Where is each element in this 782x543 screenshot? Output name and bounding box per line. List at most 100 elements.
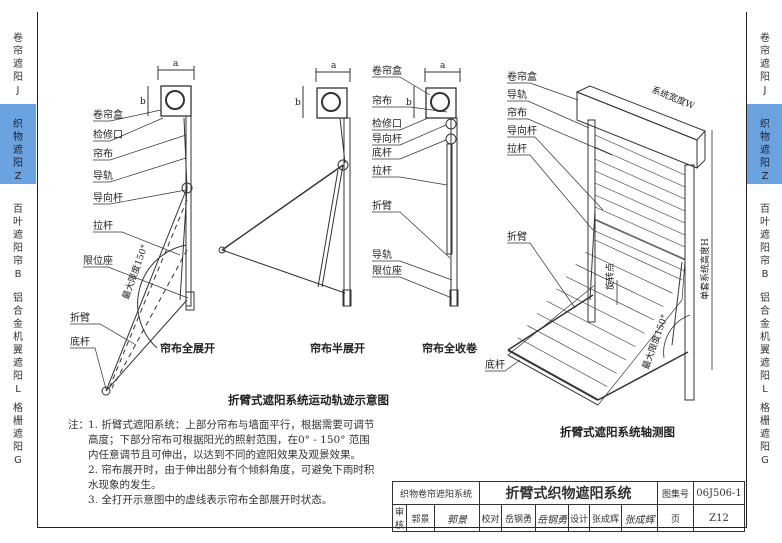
review-label: 审核 (392, 504, 407, 532)
index-char: 阳 (13, 442, 23, 453)
fabric-slat-line (594, 194, 686, 236)
index-char: 格 (760, 403, 770, 414)
dim-a-label: a (331, 61, 337, 71)
motion-diagram-caption: 折臂式遮阳系统运动轨迹示意图 (228, 393, 389, 407)
bottom-bar-icon (218, 246, 226, 254)
designer-signature: 张成辉 (621, 504, 658, 532)
label-guide-rod: 导向杆 (372, 132, 402, 145)
checker-signature: 岳钢勇 (535, 504, 569, 532)
index-char: 百 (760, 204, 770, 215)
roller-icon (165, 90, 185, 110)
roller-box (160, 85, 192, 117)
index-char: 遮 (13, 145, 23, 156)
reviewer-signature: 郭景 (434, 504, 480, 532)
index-char: 阳 (13, 72, 23, 83)
index-char: G (761, 455, 769, 466)
check-label: 校对 (479, 504, 502, 532)
index-char: B (761, 269, 769, 280)
label-folding-arm: 折臂 (372, 199, 392, 212)
roller-icon (321, 92, 341, 112)
designer-name: 张成辉 (589, 504, 622, 532)
pivot-label: 旋转点 (604, 263, 616, 290)
index-char: 遮 (13, 230, 23, 241)
index-char: 阳 (13, 371, 23, 382)
index-char: 百 (13, 204, 23, 215)
label-bottom-bar: 底杆 (372, 146, 392, 159)
fabric-slat-line (594, 146, 686, 188)
index-char: 格 (13, 403, 23, 414)
width-dimension: 系统宽度W (650, 84, 697, 112)
index-char: L (762, 384, 768, 395)
notes: 注： 1. 折臂式遮阳系统：上部分帘布与墙面平行，根据需要可调节高度；下部分帘布… (68, 418, 378, 508)
fabric-slat-line (594, 206, 686, 248)
fabric-slat-line (527, 325, 617, 374)
index-char: 铝 (13, 293, 23, 304)
index-char: 帘 (760, 46, 770, 57)
label-fabric: 帘布 (93, 147, 113, 160)
index-char: 铝 (760, 293, 770, 304)
index-char: J (16, 85, 20, 96)
fabric-slat-line (575, 264, 664, 307)
label-roller-box: 卷帘盒 (507, 70, 537, 83)
fabric-slat-line (556, 288, 645, 334)
index-char: B (14, 269, 22, 280)
index-char: 阳 (760, 442, 770, 453)
diagram-full-open: a b 卷帘盒 检修口 帘布 导轨 (70, 59, 215, 396)
caption-fully-rolled: 帘布全收卷 (422, 341, 478, 355)
label-roller-box: 卷帘盒 (372, 64, 402, 77)
fabric-slat-line (536, 313, 627, 361)
index-char: 遮 (760, 429, 770, 440)
stopper (185, 291, 195, 311)
index-char: 遮 (13, 429, 23, 440)
index-char: 栅 (13, 416, 23, 427)
pull-rod (446, 143, 453, 255)
index-char: 机 (13, 332, 23, 343)
label-fabric: 帘布 (372, 94, 392, 107)
roller-box (316, 87, 348, 119)
label-access-port: 检修口 (372, 117, 402, 130)
index-char: 金 (760, 319, 770, 330)
index-char: 叶 (13, 217, 23, 228)
angle-label: 最大限度150° (640, 313, 671, 371)
index-char: 物 (760, 132, 770, 143)
roller-icon (430, 92, 450, 112)
label-guide-rod: 导向杆 (507, 124, 537, 137)
box-top (575, 85, 706, 141)
index-char: 阳 (760, 72, 770, 83)
fabric-slat-line (594, 230, 686, 272)
index-char: 帘 (13, 256, 23, 267)
index-char: 遮 (760, 145, 770, 156)
stopper (449, 289, 459, 307)
guide-rail (343, 117, 351, 307)
index-char: 织 (13, 119, 23, 130)
page-number: Z12 (693, 504, 745, 532)
dim-a-label: a (173, 59, 179, 69)
index-char: 遮 (760, 230, 770, 241)
dim-b-label: b (140, 97, 146, 107)
label-pull-rod: 拉杆 (372, 164, 392, 177)
design-label: 设计 (568, 504, 590, 532)
diagram-fully-rolled: a b 卷帘盒 帘布 检修口 导向杆 底杆 拉杆 折臂 导轨 (372, 61, 478, 355)
index-char: 织 (760, 119, 770, 130)
fabric-slat-line (594, 182, 686, 224)
label-folding-arm: 折臂 (507, 230, 527, 243)
caption-half-open: 帘布半展开 (310, 341, 365, 355)
index-char: 遮 (760, 358, 770, 369)
index-char: 阳 (760, 158, 770, 169)
index-char: 栅 (760, 416, 770, 427)
axonometric-caption: 折臂式遮阳系统轴测图 (560, 425, 675, 439)
index-char: 物 (13, 132, 23, 143)
